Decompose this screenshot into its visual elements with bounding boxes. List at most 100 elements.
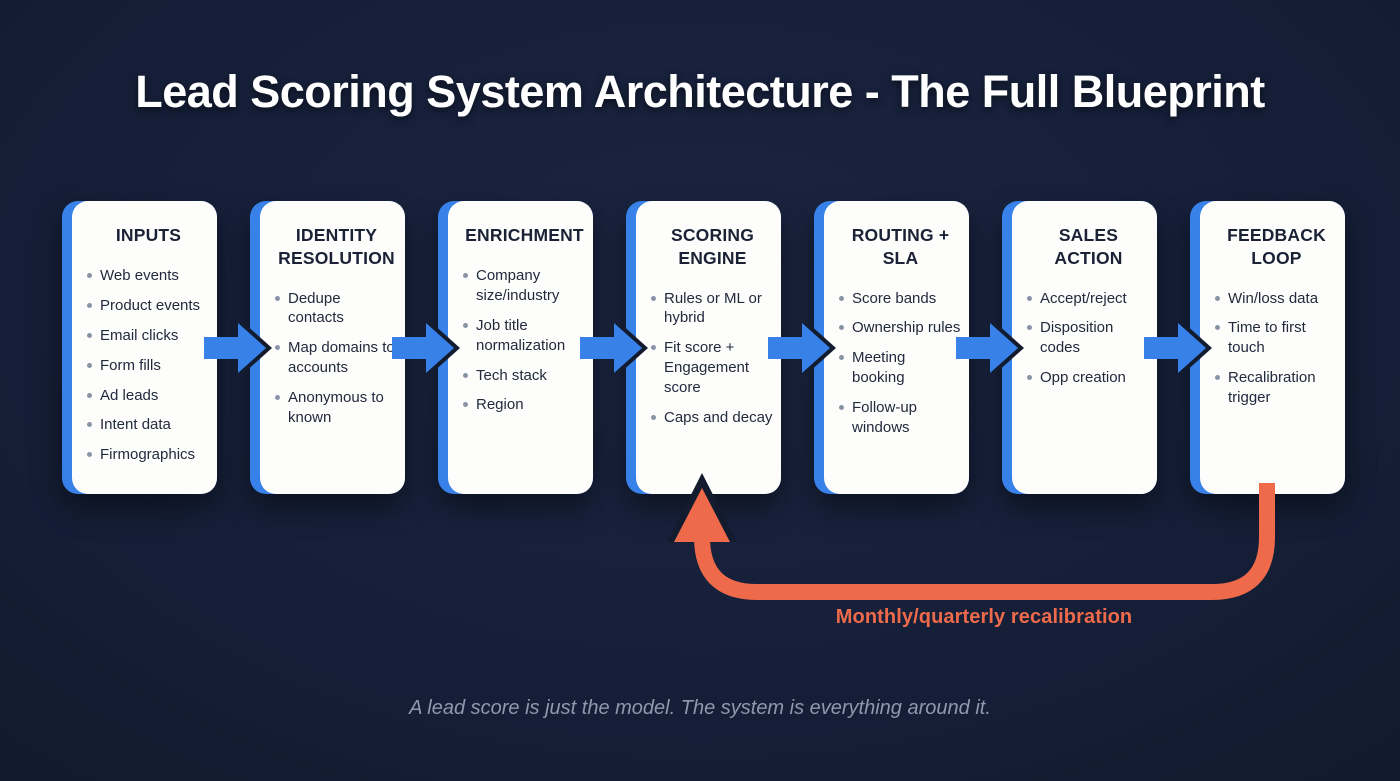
bullet-dot-icon (839, 295, 844, 301)
stage-item: Firmographics (87, 445, 210, 465)
stage-card: ROUTING + SLA Score bands Ownership rule… (814, 201, 969, 494)
stage-item: Email clicks (87, 326, 210, 346)
bullet-dot-icon (87, 272, 92, 278)
bullet-dot-icon (1027, 325, 1032, 331)
bullet-dot-icon (87, 332, 92, 338)
page-title: Lead Scoring System Architecture - The F… (135, 66, 1265, 117)
bullet-dot-icon (463, 402, 468, 408)
card-body: ROUTING + SLA Score bands Ownership rule… (824, 201, 969, 494)
stage-item: Meeting booking (839, 348, 962, 388)
bullet-dot-icon (275, 345, 280, 351)
bullet-dot-icon (651, 415, 656, 421)
bullet-dot-icon (651, 295, 656, 301)
stage-item-text: Ownership rules (852, 319, 961, 337)
bullet-dot-icon (1215, 295, 1220, 301)
bullet-dot-icon (651, 345, 656, 351)
stage-item: Job title normalization (463, 316, 586, 356)
stage-item-text: Win/loss data (1228, 289, 1319, 307)
card-body: SCORING ENGINE Rules or ML or hybrid Fit… (636, 201, 781, 494)
card-body: FEEDBACK LOOP Win/loss data Time to firs… (1200, 201, 1345, 494)
stage-item: Intent data (87, 415, 210, 435)
bullet-dot-icon (463, 322, 468, 328)
stage-item: Win/loss data (1215, 289, 1338, 309)
stage-title: FEEDBACK LOOP (1227, 225, 1326, 268)
stage-item: Dedupe contacts (275, 289, 398, 329)
stage-item: Anonymous to known (275, 388, 398, 428)
stages-row: INPUTS Web events Product events Email c… (62, 201, 1345, 494)
card-body: IDENTITY RESOLUTION Dedupe contacts Map … (260, 201, 405, 494)
bullet-dot-icon (87, 302, 92, 308)
flow-arrow-icon (1143, 323, 1212, 373)
stage-item: Recalibration trigger (1215, 368, 1338, 408)
stage-item-text: Email clicks (100, 326, 179, 344)
stage-item-text: Dedupe contacts (288, 289, 344, 327)
bullet-dot-icon (1027, 295, 1032, 301)
stage-item: Time to first touch (1215, 318, 1338, 358)
stage-item-text: Tech stack (476, 366, 547, 384)
stage-item-text: Score bands (852, 289, 937, 307)
stage-item: Product events (87, 296, 210, 316)
stage-item: Map domains to accounts (275, 338, 398, 378)
bullet-dot-icon (87, 362, 92, 368)
stage-card: SCORING ENGINE Rules or ML or hybrid Fit… (626, 201, 781, 494)
stage-item: Ad leads (87, 386, 210, 406)
stage-title: INPUTS (115, 225, 182, 245)
feedback-arrow-path (694, 483, 1275, 600)
stage-item-text: Rules or ML or hybrid (664, 289, 762, 327)
flow-arrow-body (203, 323, 266, 373)
bullet-dot-icon (1027, 375, 1032, 381)
stage-card: SALES ACTION Accept/reject Disposition c… (1002, 201, 1157, 494)
stage-card: FEEDBACK LOOP Win/loss data Time to firs… (1190, 201, 1345, 494)
stage-title: IDENTITY RESOLUTION (278, 225, 395, 268)
bullet-dot-icon (839, 355, 844, 361)
stage-item-text: Firmographics (100, 446, 196, 464)
stage-item: Opp creation (1027, 368, 1150, 388)
feedback-label: Monthly/quarterly recalibration (835, 606, 1133, 628)
stage-items: Win/loss data Time to first touch Recali… (1215, 289, 1338, 409)
stage-items: Dedupe contacts Map domains to accounts … (275, 289, 398, 429)
stage-item-text: Time to first touch (1228, 319, 1306, 357)
stage-item-text: Disposition codes (1040, 319, 1114, 357)
stage-item: Accept/reject (1027, 289, 1150, 309)
stage-item-text: Job title normalization (476, 316, 566, 354)
stage-item-text: Recalibration trigger (1228, 369, 1316, 407)
stage-item: Caps and decay (651, 408, 774, 428)
stage-item: Tech stack (463, 366, 586, 386)
bullet-dot-icon (275, 295, 280, 301)
stage-item-text: Company size/industry (476, 266, 560, 304)
stage-card: ENRICHMENT Company size/industry Job tit… (438, 201, 593, 494)
bullet-dot-icon (1215, 325, 1220, 331)
flow-arrow-body (955, 323, 1018, 373)
bullet-dot-icon (463, 372, 468, 378)
stage-item-text: Ad leads (100, 386, 159, 404)
stage-item-text: Product events (100, 296, 201, 314)
flow-arrow-icon (579, 323, 648, 373)
stage-title: SCORING ENGINE (670, 225, 755, 268)
stage-item: Region (463, 395, 586, 415)
stage-item-text: Opp creation (1040, 369, 1126, 387)
stage-item: Fit score + Engagement score (651, 338, 774, 398)
flow-arrow-icon (955, 323, 1024, 373)
bullet-dot-icon (87, 422, 92, 428)
stage-item: Rules or ML or hybrid (651, 289, 774, 329)
stage-card: IDENTITY RESOLUTION Dedupe contacts Map … (250, 201, 405, 494)
stage-title: SALES ACTION (1054, 225, 1123, 268)
stage-item-text: Form fills (100, 356, 161, 374)
bullet-dot-icon (87, 452, 92, 458)
bullet-dot-icon (1215, 375, 1220, 381)
card-body: SALES ACTION Accept/reject Disposition c… (1012, 201, 1157, 494)
stage-item-text: Fit score + Engagement score (664, 339, 750, 397)
bullet-dot-icon (275, 395, 280, 401)
stage-item-text: Accept/reject (1040, 289, 1127, 307)
flow-arrow-icon (203, 323, 272, 373)
card-body: ENRICHMENT Company size/industry Job tit… (448, 201, 593, 494)
stage-title: ROUTING + SLA (851, 225, 950, 268)
stage-item-text: Caps and decay (664, 409, 773, 427)
stage-item-text: Anonymous to known (288, 389, 384, 427)
flow-arrow-body (579, 323, 642, 373)
stage-item-text: Web events (100, 266, 179, 284)
flow-arrow-body (1143, 323, 1206, 373)
stage-item-text: Region (476, 396, 524, 414)
stage-item: Form fills (87, 356, 210, 376)
